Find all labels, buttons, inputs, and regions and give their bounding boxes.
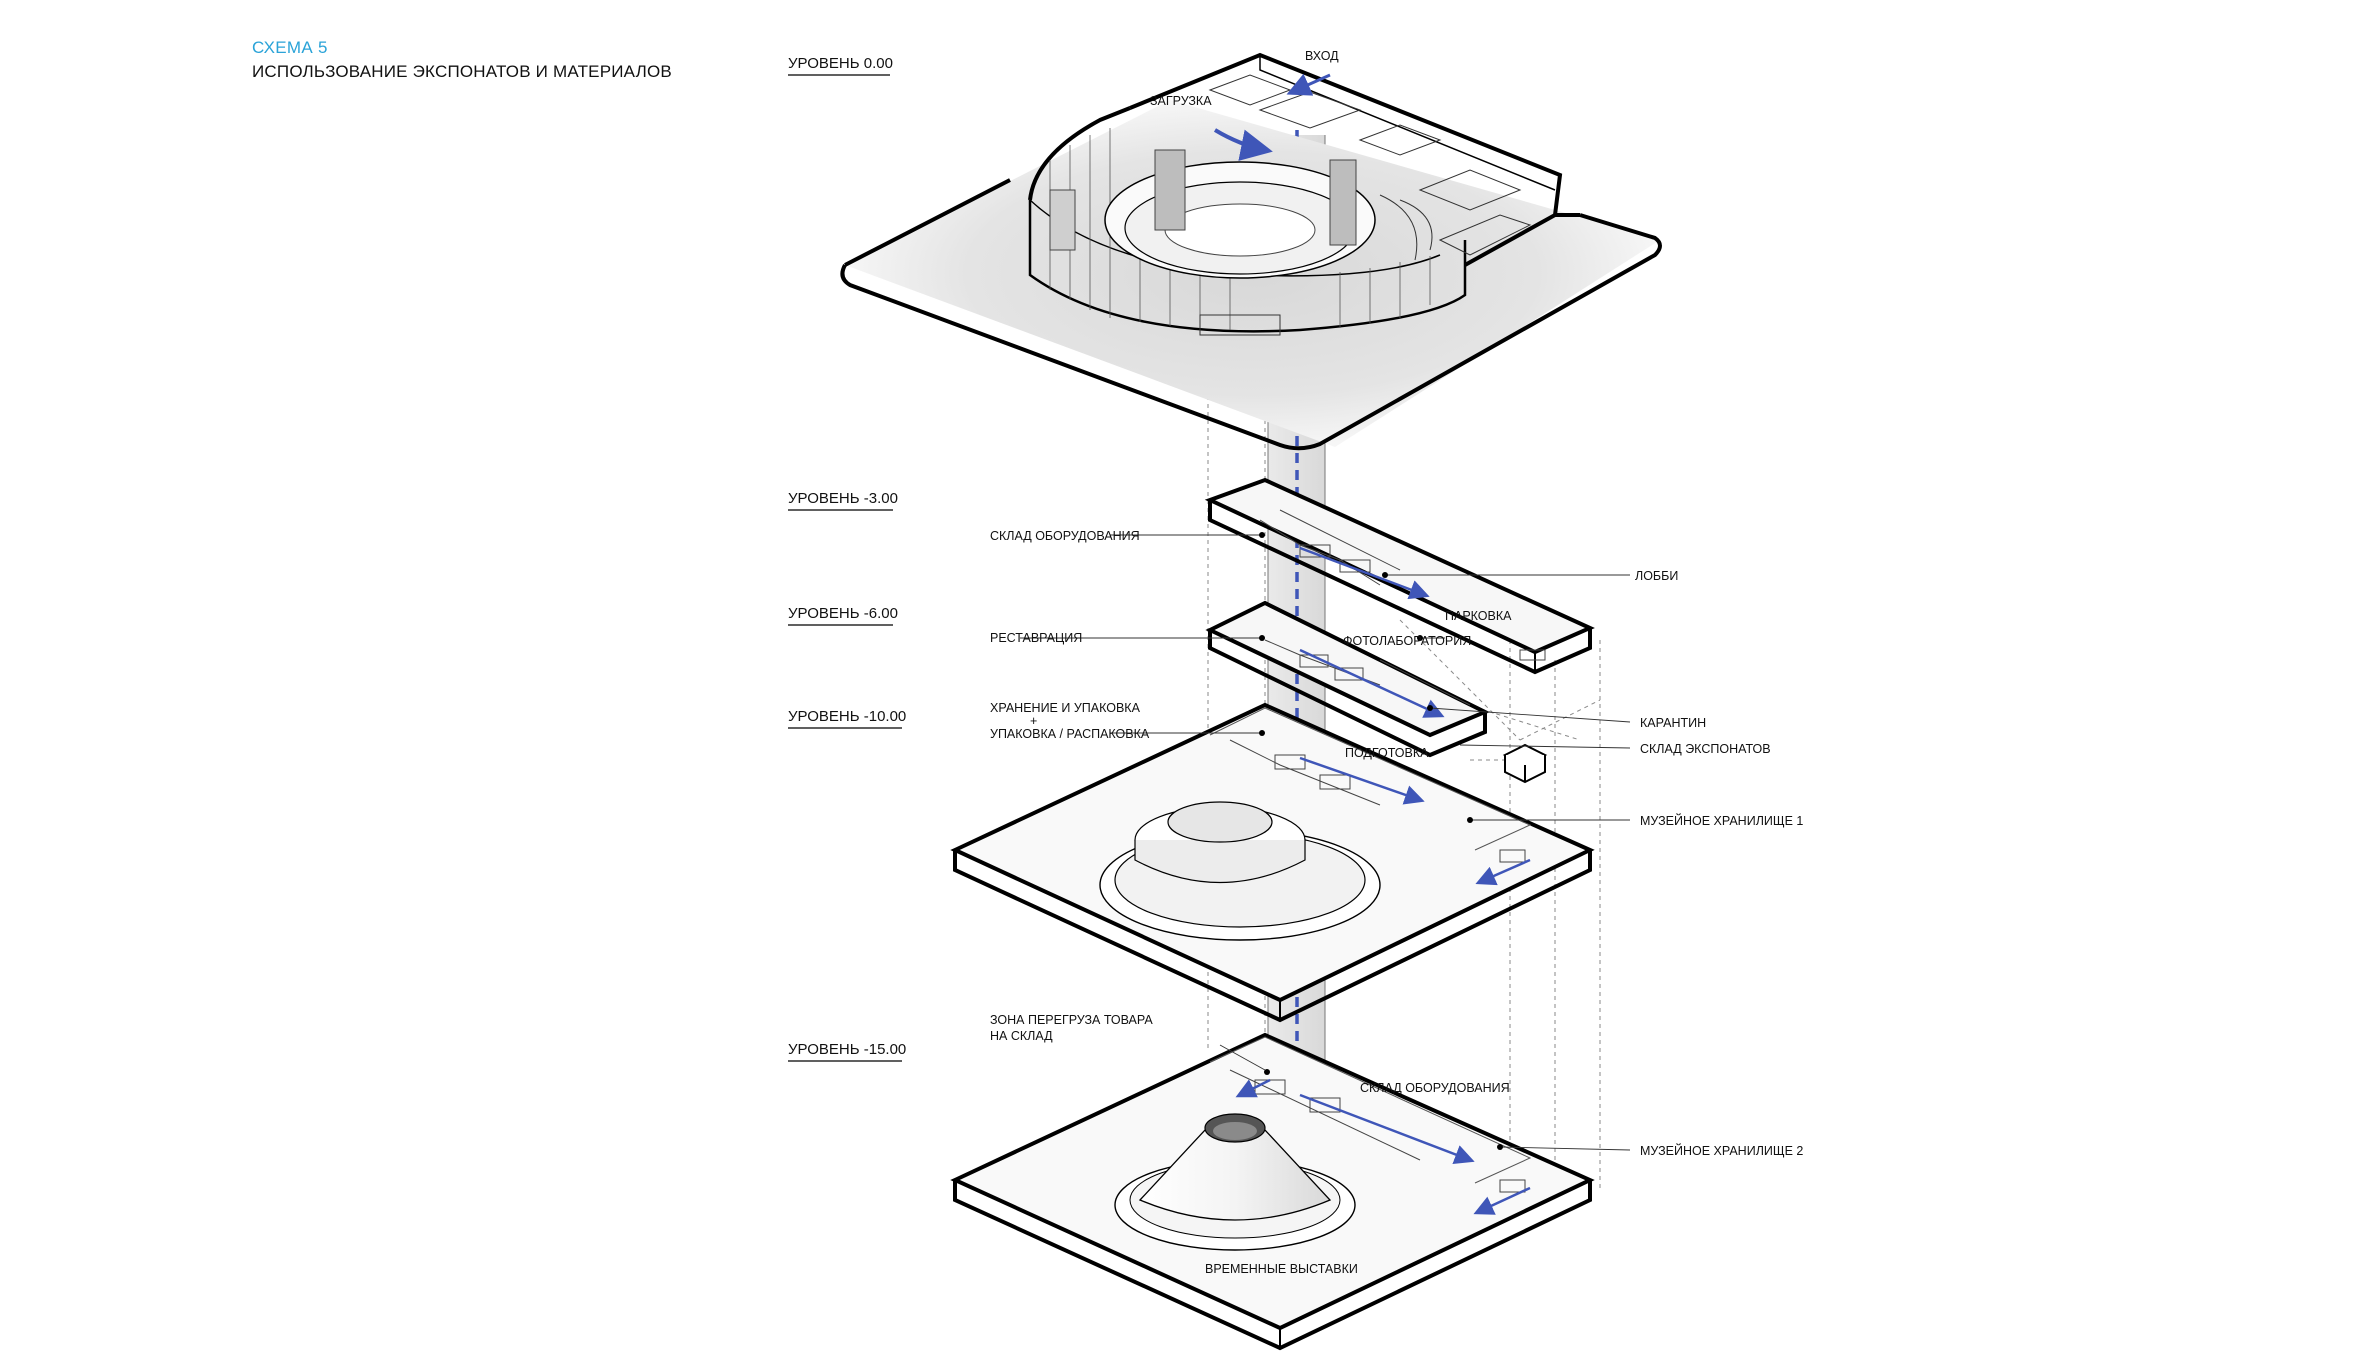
level-minus-15-block — [950, 1032, 1595, 1351]
scheme-title: ИСПОЛЬЗОВАНИЕ ЭКСПОНАТОВ И МАТЕРИАЛОВ — [252, 62, 672, 81]
label-museum-storage-1: МУЗЕЙНОЕ ХРАНИЛИЩЕ 1 — [1640, 813, 1803, 828]
label-preparation: ПОДГОТОВКА — [1345, 746, 1429, 760]
label-museum-storage-2: МУЗЕЙНОЕ ХРАНИЛИЩЕ 2 — [1640, 1143, 1803, 1158]
scheme-label: СХЕМА 5 — [252, 38, 328, 57]
label-transfer-zone-1: ЗОНА ПЕРЕГРУЗА ТОВАРА — [990, 1013, 1153, 1027]
label-transfer-zone-2: НА СКЛАД — [990, 1029, 1053, 1043]
level-label-minus-3: УРОВЕНЬ -3.00 — [788, 490, 898, 507]
label-storage-packing-1: ХРАНЕНИЕ И УПАКОВКА — [990, 701, 1141, 715]
label-temporary-exhibitions: ВРЕМЕННЫЕ ВЫСТАВКИ — [1205, 1262, 1358, 1276]
level-labels: УРОВЕНЬ 0.00 УРОВЕНЬ -3.00 УРОВЕНЬ -6.00… — [788, 55, 906, 1062]
level-minus-10-block — [950, 702, 1595, 1023]
label-storage-packing-plus: + — [1030, 714, 1037, 728]
label-parking: ПАРКОВКА — [1445, 609, 1512, 623]
label-quarantine: КАРАНТИН — [1640, 716, 1706, 730]
area-labels: ВХОД ЗАГРУЗКА СКЛАД ОБОРУДОВАНИЯ ЛОББИ П… — [990, 49, 1803, 1276]
level-0-block — [840, 52, 1662, 451]
exhibit-storage-box — [1502, 743, 1548, 784]
label-exhibit-storage: СКЛАД ЭКСПОНАТОВ — [1640, 742, 1771, 756]
label-equipment-storage: СКЛАД ОБОРУДОВАНИЯ — [990, 529, 1140, 543]
label-lobby: ЛОББИ — [1635, 569, 1678, 583]
leader-lines — [1020, 534, 1631, 1151]
label-equipment-storage-2: СКЛАД ОБОРУДОВАНИЯ — [1360, 1081, 1510, 1095]
level-label-minus-10: УРОВЕНЬ -10.00 — [788, 708, 906, 725]
label-loading: ЗАГРУЗКА — [1150, 94, 1212, 108]
level-minus-3-block — [1204, 477, 1595, 675]
leader-dots — [1259, 532, 1503, 1150]
level-label-minus-6: УРОВЕНЬ -6.00 — [788, 605, 898, 622]
label-photolab: ФОТОЛАБОРАТОРИЯ — [1343, 634, 1471, 648]
label-entrance: ВХОД — [1305, 49, 1339, 63]
level-label-minus-15: УРОВЕНЬ -15.00 — [788, 1041, 906, 1058]
label-storage-packing-2: УПАКОВКА / РАСПАКОВКА — [990, 727, 1150, 741]
label-restoration: РЕСТАВРАЦИЯ — [990, 631, 1082, 645]
level-label-0: УРОВЕНЬ 0.00 — [788, 55, 893, 72]
